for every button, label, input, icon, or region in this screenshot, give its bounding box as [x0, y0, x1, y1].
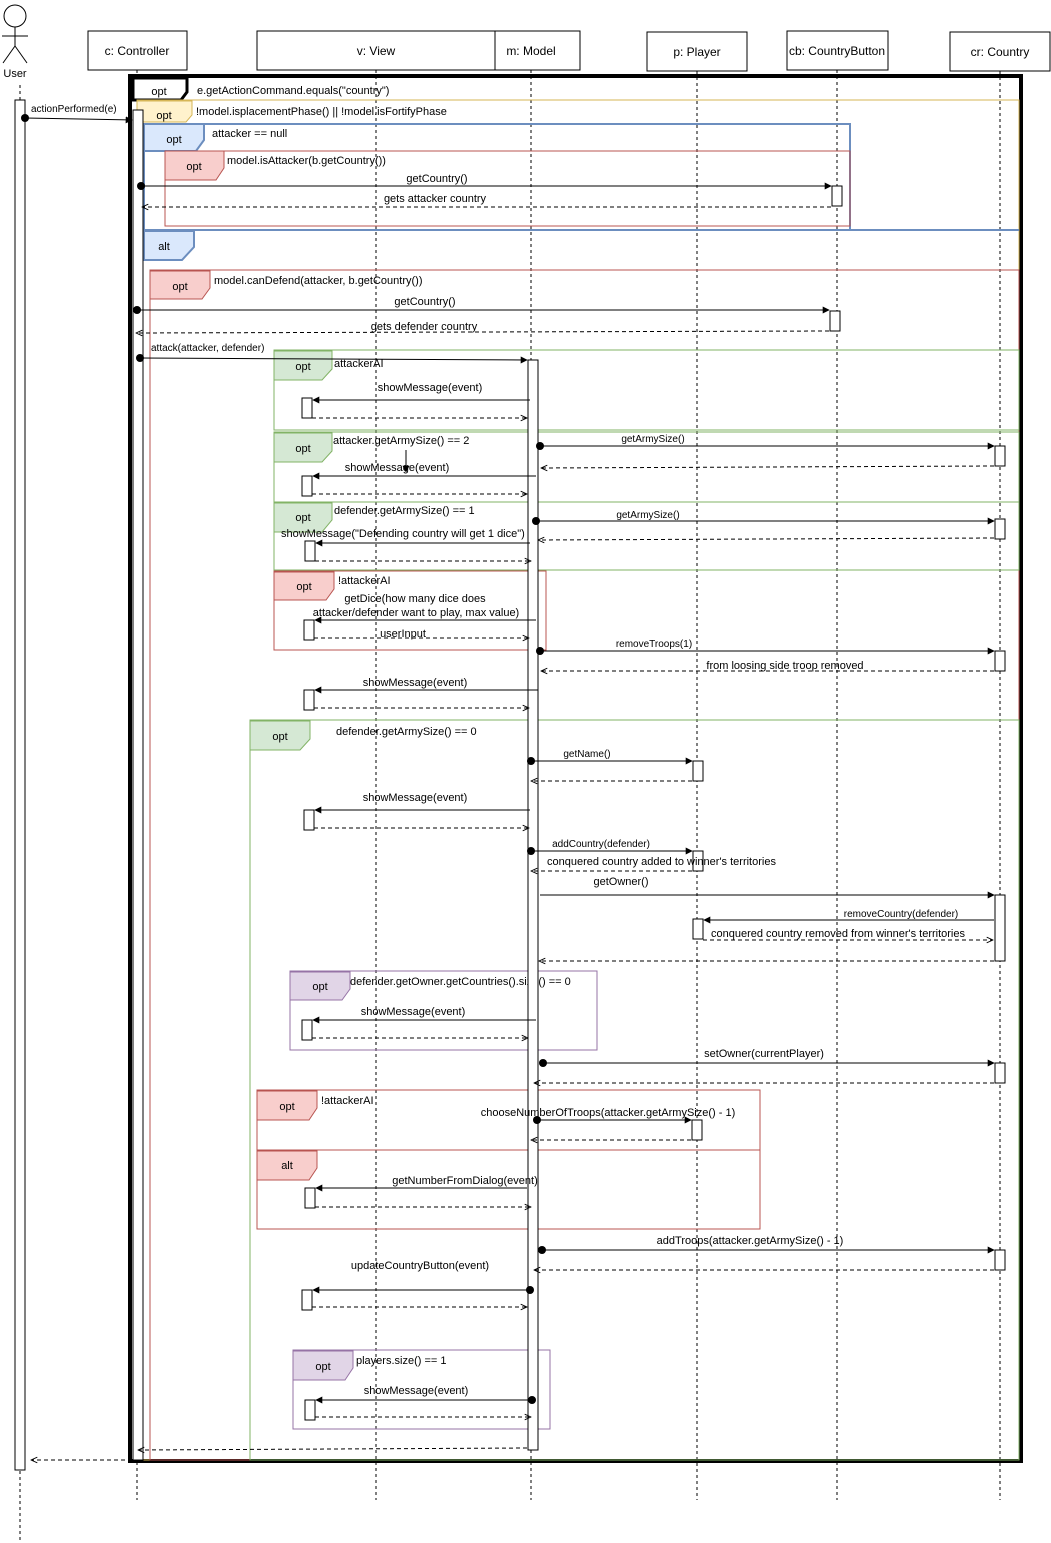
guard-not-ai-troops: !attackerAI	[321, 1095, 374, 1107]
guard-defender-zero: defender.getArmySize() == 0	[336, 726, 477, 738]
msg-country-removed: conquered country removed from winner's …	[711, 928, 965, 940]
msg-show-message-two: showMessage(event)	[345, 462, 450, 474]
fragment-no-countries-tag: opt	[312, 981, 327, 993]
msg-remove-troops: removeTroops(1)	[616, 639, 692, 650]
fragment-army-one: opt defender.getArmySize() == 1	[273, 501, 1020, 571]
msg-attack: attack(attacker, defender)	[151, 343, 264, 354]
msg-gets-attacker-country: gets attacker country	[384, 193, 487, 205]
msg-get-dice-line2: attacker/defender want to play, max valu…	[313, 607, 519, 619]
msg-get-army-size-defender: getArmySize()	[616, 510, 679, 521]
msg-show-message-ai: showMessage(event)	[378, 382, 483, 394]
guard-no-countries: defender.getOwner.getCountries().size() …	[350, 976, 571, 988]
msg-troop-removed: from loosing side troop removed	[706, 660, 863, 672]
returns	[31, 207, 995, 1460]
msg-show-message-eliminated: showMessage(event)	[361, 1006, 466, 1018]
msg-get-name: getName()	[563, 749, 610, 760]
guard-can-defend: model.canDefend(attacker, b.getCountry()…	[214, 275, 423, 287]
msg-set-owner: setOwner(currentPlayer)	[704, 1048, 824, 1060]
guard-is-attacker: model.isAttacker(b.getCountry())	[227, 155, 386, 167]
fragment-no-countries: opt defender.getOwner.getCountries().siz…	[289, 970, 598, 1051]
user-actor: User	[2, 4, 28, 80]
msg-update-country-button: updateCountryButton(event)	[351, 1260, 489, 1272]
msg-show-message-conquer: showMessage(event)	[363, 792, 468, 804]
fragment-not-ai-dice-tag: opt	[296, 581, 311, 593]
msg-add-country: addCountry(defender)	[552, 839, 650, 850]
fragment-phase-tag: opt	[156, 110, 171, 122]
fragment-attacker-null: opt attacker == null	[143, 123, 851, 231]
fragment-attacker-ai: opt attackerAI	[273, 349, 1020, 431]
guard-attacker-ai: attackerAI	[334, 358, 384, 370]
fragment-alt-defender: alt	[143, 229, 1019, 261]
guard-army-one: defender.getArmySize() == 1	[334, 505, 475, 517]
lifeline-view-label: v: View	[357, 44, 396, 58]
msg-show-message-dice: showMessage("Defending country will get …	[281, 528, 525, 540]
fragment-main: opt e.getActionCommand.equals("country")	[128, 74, 1023, 1463]
msg-get-country-attacker: getCountry()	[406, 173, 467, 185]
fragment-players-one: opt players.size() == 1	[292, 1349, 551, 1430]
lifeline-country-label: cr: Country	[971, 45, 1030, 59]
lifeline-heads: c: Controller v: View m: Model p: Player…	[87, 30, 1051, 72]
actor-label: User	[3, 68, 27, 80]
msg-remove-country: removeCountry(defender)	[844, 909, 959, 920]
fragment-not-ai-troops: opt !attackerAI alt	[256, 1089, 761, 1230]
fragment-attacker-ai-tag: opt	[295, 361, 310, 373]
fragment-alt-defender-tag: alt	[158, 241, 170, 253]
fragment-alt-troops-tag: alt	[281, 1160, 293, 1172]
fragment-phase: opt !model.isplacementPhase() || !model.…	[136, 99, 1020, 1461]
fragment-not-ai-dice: opt !attackerAI	[273, 570, 547, 651]
msg-get-country-defender: getCountry()	[394, 296, 455, 308]
fragment-is-attacker: opt model.isAttacker(b.getCountry())	[164, 150, 851, 227]
msg-gets-defender-country: gets defender country	[371, 321, 478, 333]
msg-user-input: userInput	[380, 628, 426, 640]
msg-choose-troops: chooseNumberOfTroops(attacker.getArmySiz…	[481, 1107, 736, 1119]
fragment-not-ai-troops-tag: opt	[279, 1101, 294, 1113]
guard-not-ai-dice: !attackerAI	[338, 575, 391, 587]
msg-get-owner: getOwner()	[593, 876, 648, 888]
msg-add-troops: addTroops(attacker.getArmySize() - 1)	[657, 1235, 844, 1247]
fragment-is-attacker-tag: opt	[186, 161, 201, 173]
fragment-players-one-tag: opt	[315, 1361, 330, 1373]
fragment-main-tag: opt	[151, 86, 166, 98]
fragment-army-two-tag: opt	[295, 443, 310, 455]
guard-players-one: players.size() == 1	[356, 1355, 446, 1367]
msg-action-performed: actionPerformed(e)	[31, 104, 117, 115]
guard-army-two: attacker.getArmySize() == 2	[333, 435, 469, 447]
fragment-attacker-null-tag: opt	[166, 134, 181, 146]
guard-attacker-null: attacker == null	[212, 128, 287, 140]
activation-bars	[14, 99, 1006, 1471]
messages	[24, 116, 995, 1404]
fragment-army-one-tag: opt	[295, 512, 310, 524]
fragment-defender-zero-tag: opt	[272, 731, 287, 743]
message-dots	[21, 114, 547, 1404]
lifeline-controller-label: c: Controller	[105, 44, 170, 58]
guard-main: e.getActionCommand.equals("country")	[197, 85, 389, 97]
msg-country-added: conquered country added to winner's terr…	[547, 856, 776, 868]
msg-get-dice-line1: getDice(how many dice does	[344, 593, 486, 605]
msg-get-number-dialog: getNumberFromDialog(event)	[392, 1175, 538, 1187]
message-labels: actionPerformed(e) getCountry() gets att…	[31, 104, 965, 1397]
msg-get-army-size-attacker: getArmySize()	[621, 434, 684, 445]
lifeline-button-label: cb: CountryButton	[789, 44, 885, 58]
msg-show-message-result: showMessage(event)	[363, 677, 468, 689]
guard-phase: !model.isplacementPhase() || !model.isFo…	[196, 106, 447, 118]
lifeline-model-label: m: Model	[506, 44, 555, 58]
msg-show-message-winner: showMessage(event)	[364, 1385, 469, 1397]
lifeline-player-label: p: Player	[673, 45, 720, 59]
fragment-defender-zero: opt defender.getArmySize() == 0	[249, 719, 1020, 1461]
fragment-can-defend-tag: opt	[172, 281, 187, 293]
